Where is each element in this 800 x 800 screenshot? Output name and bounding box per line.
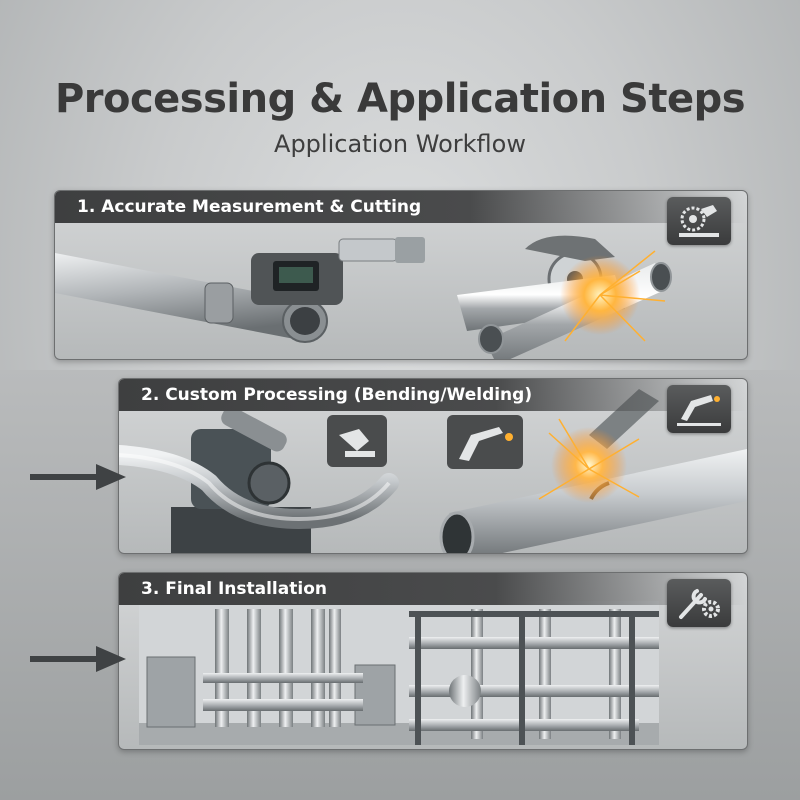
welding-torch-icon [667, 385, 731, 433]
step-2-arrow [30, 464, 126, 490]
page-subtitle: Application Workflow [274, 130, 526, 158]
installation-illustration [139, 601, 659, 745]
step-1-panel: 1. Accurate Measurement & Cutting [54, 190, 748, 360]
step-2-panel: 2. Custom Processing (Bending/Welding) [118, 378, 748, 554]
step-3-panel: 3. Final Installation [118, 572, 748, 750]
step-2-header [119, 379, 747, 411]
step-1-header [55, 191, 747, 223]
page-title: Processing & Application Steps [54, 76, 746, 122]
step-3-arrow [30, 646, 126, 672]
step-1-title: 1. Accurate Measurement & Cutting [77, 197, 422, 217]
bending-welding-illustration [119, 389, 747, 553]
step-2-title: 2. Custom Processing (Bending/Welding) [141, 385, 533, 405]
wrench-gear-icon [667, 579, 731, 627]
cutting-saw-icon [667, 197, 731, 245]
measurement-cutting-illustration [55, 235, 672, 359]
step-3-title: 3. Final Installation [141, 579, 327, 599]
step-3-header [119, 573, 747, 605]
